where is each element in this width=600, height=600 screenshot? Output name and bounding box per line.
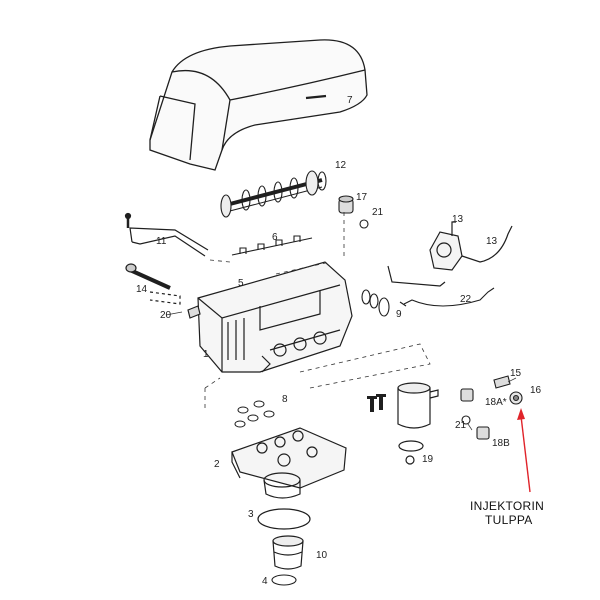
part-label: 18B — [492, 438, 510, 449]
callout-arrow — [517, 408, 531, 493]
part-label: 17 — [356, 192, 368, 203]
seal-set — [234, 400, 275, 428]
valve-row — [231, 235, 313, 256]
part-label: 19 — [422, 454, 434, 465]
part-label: 21 — [455, 420, 467, 431]
large-o-ring — [257, 508, 311, 530]
motor-assembly — [387, 221, 513, 287]
part-label: 13 — [452, 214, 464, 225]
part-label: 4 — [262, 576, 268, 587]
part-label: 3 — [248, 509, 254, 520]
camshaft — [220, 170, 327, 218]
bracket — [124, 212, 209, 257]
part-label: 11 — [156, 236, 167, 247]
part-label: 15 — [510, 368, 522, 379]
part-label: 14 — [136, 284, 148, 295]
part-label: 18A* — [485, 397, 507, 408]
leader-lines — [165, 311, 517, 431]
part-label: 22 — [460, 294, 472, 305]
adapter-fitting — [272, 535, 304, 570]
callout-subtitle: TULPPA — [485, 513, 533, 527]
small-o-ring — [271, 574, 297, 586]
cover-shroud — [149, 39, 368, 171]
mounting-screws — [367, 394, 386, 412]
injector-parts — [460, 375, 523, 440]
alignment-guides — [204, 212, 431, 412]
part-label: 5 — [238, 278, 244, 289]
shaft-pin — [125, 263, 181, 305]
part-label: 13 — [486, 236, 498, 247]
callout-title: INJEKTORIN — [470, 499, 544, 513]
part-label: 6 — [272, 232, 278, 243]
part-labels: 7 12 17 21 11 6 13 13 14 5 22 20 9 1 15 … — [136, 95, 542, 587]
part-label: 9 — [396, 309, 402, 320]
part-label: 20 — [160, 310, 172, 321]
part-label: 8 — [282, 394, 288, 405]
part-label: 1 — [203, 349, 209, 360]
valve-body — [187, 261, 353, 373]
part-label: 21 — [372, 207, 384, 218]
part-label: 7 — [347, 95, 353, 106]
part-label: 2 — [214, 459, 220, 470]
part-label: 16 — [530, 385, 542, 396]
piston-cylinder — [397, 382, 439, 465]
base-manifold — [231, 427, 347, 499]
part-label: 10 — [316, 550, 328, 561]
drive-gear — [338, 195, 369, 229]
o-rings — [361, 289, 390, 317]
sensor-cable — [399, 287, 495, 307]
part-label: 12 — [335, 160, 347, 171]
